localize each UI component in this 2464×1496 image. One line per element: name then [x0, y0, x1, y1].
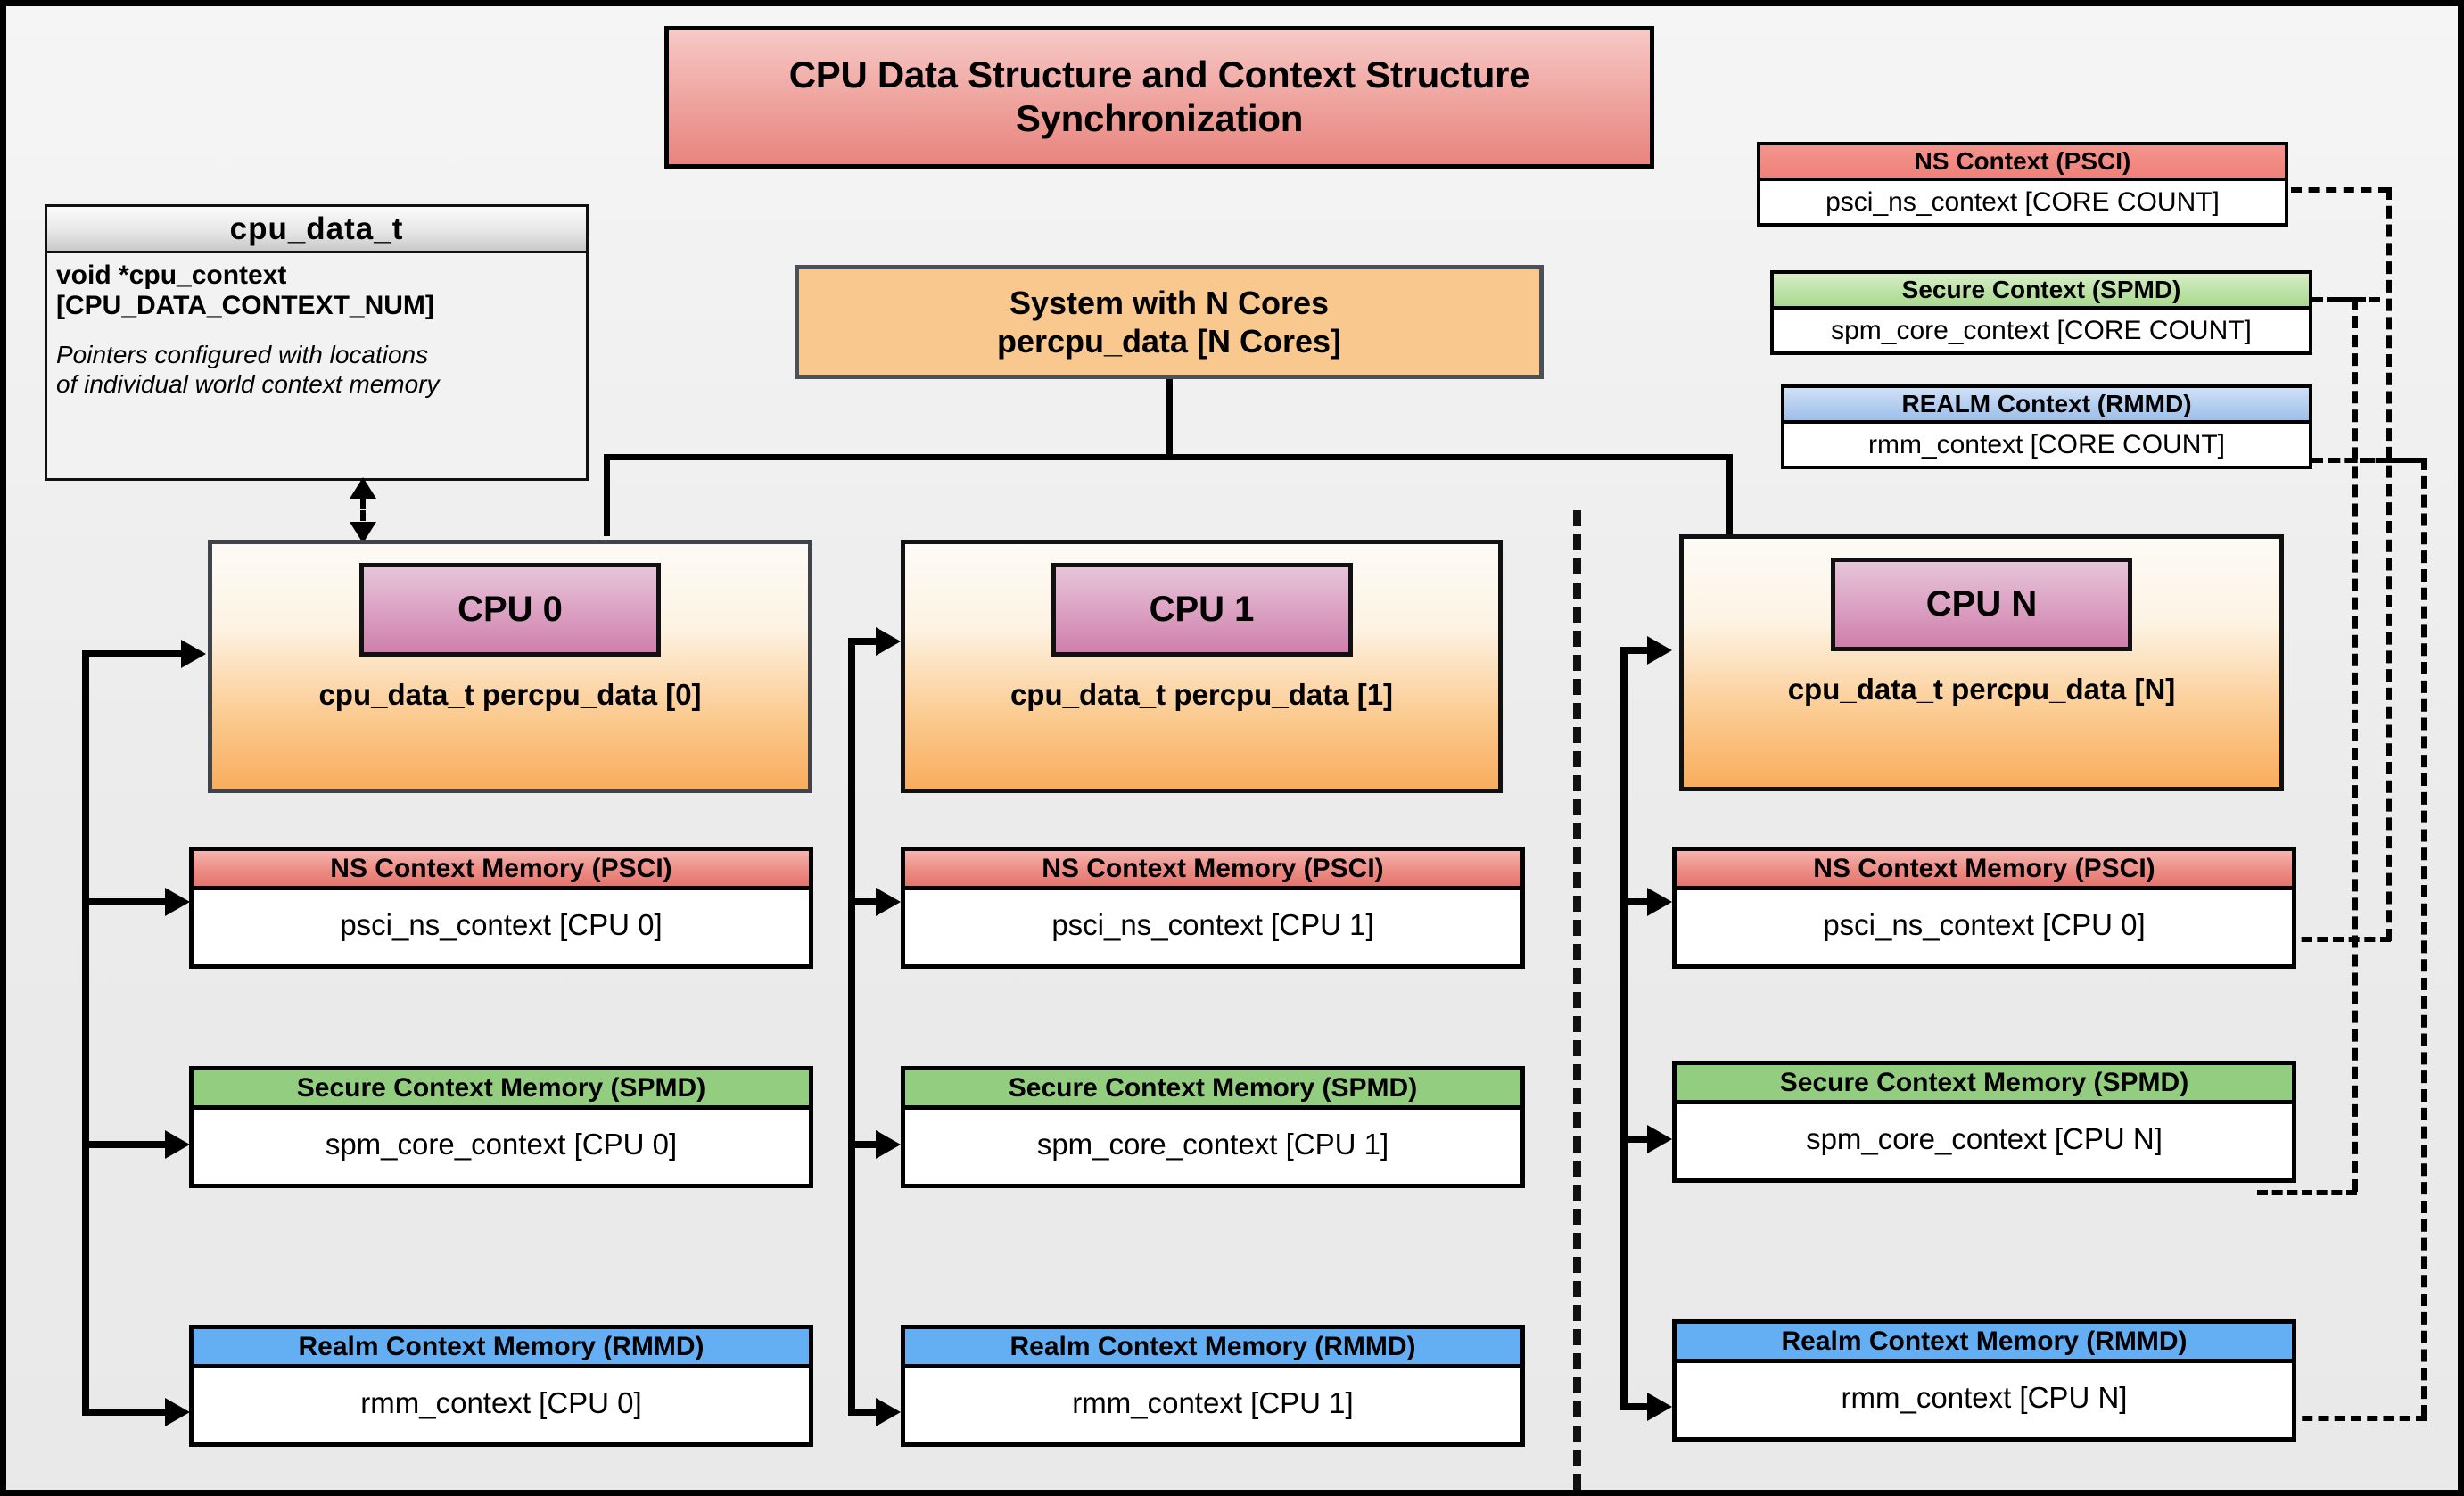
cpu-0-bus-arrow-secure [165, 1130, 190, 1159]
cpu-1-bus-to-secure [848, 1141, 891, 1148]
cpu-n-secure-context-header: Secure Context Memory (SPMD) [1677, 1065, 2292, 1104]
cpu-0-chip: CPU 0 [359, 563, 661, 657]
cpu-n-realm-context-box[interactable]: Realm Context Memory (RMMD) rmm_context … [1672, 1319, 2296, 1442]
cpu-data-t-class-box: cpu_data_t void *cpu_context[CPU_DATA_CO… [45, 204, 589, 481]
system-box: System with N Cores percpu_data [N Cores… [795, 265, 1544, 379]
cpu-0-realm-context-value: rmm_context [CPU 0] [360, 1386, 642, 1419]
system-line-2: percpu_data [N Cores] [996, 323, 1342, 360]
cpu-1-secure-context-value: spm_core_context [CPU 1] [1036, 1128, 1389, 1161]
reference-ns-context-header: NS Context (PSCI) [1760, 145, 2285, 181]
dash-secure-v1 [2352, 297, 2358, 1192]
cpu-1-bus-arrow-container [876, 627, 901, 656]
dash-realm-vert [2421, 458, 2427, 1417]
cpu-1-data-label: cpu_data_t percpu_data [1] [1009, 678, 1394, 711]
cpu-data-t-link-arrow-up [350, 477, 376, 499]
diagram-canvas: CPU Data Structure and Context Structure… [6, 6, 2458, 1490]
cpu-0-bus-to-realm [82, 1409, 171, 1416]
cpu-data-t-link-dash [360, 499, 366, 533]
cpu-1-realm-context-header: Realm Context Memory (RMMD) [905, 1329, 1520, 1368]
cpu-n-bus-arrow-realm [1647, 1393, 1672, 1421]
cpu-group-divider [1573, 510, 1581, 1490]
cpu-n-bus-vertical [1620, 647, 1628, 1409]
cpu-1-bus-to-container [848, 638, 891, 645]
cpu-0-realm-context-box[interactable]: Realm Context Memory (RMMD) rmm_context … [189, 1325, 813, 1447]
dash-secure-h1 [2312, 297, 2359, 302]
cpu-0-container[interactable]: CPU 0 cpu_data_t percpu_data [0] [208, 540, 812, 793]
cpu-n-realm-context-value: rmm_context [CPU N] [1841, 1381, 2128, 1414]
dash-ns-down [2386, 187, 2392, 941]
reference-realm-context-box: REALM Context (RMMD) rmm_context [CORE C… [1781, 384, 2312, 469]
reference-secure-context-value: spm_core_context [CORE COUNT] [1831, 315, 2252, 345]
cpu-n-bus-to-realm [1620, 1403, 1663, 1410]
cpu-1-container[interactable]: CPU 1 cpu_data_t percpu_data [1] [901, 540, 1503, 793]
cpu-data-t-field: void *cpu_context[CPU_DATA_CONTEXT_NUM] [56, 260, 434, 320]
cpu-0-ns-context-box[interactable]: NS Context Memory (PSCI) psci_ns_context… [189, 847, 813, 969]
dash-realm-out [2312, 458, 2427, 463]
tree-crossbar [604, 454, 1733, 460]
cpu-0-bus-arrow-realm [165, 1398, 190, 1426]
cpu-1-ns-context-header: NS Context Memory (PSCI) [905, 851, 1520, 890]
cpu-n-ns-context-box[interactable]: NS Context Memory (PSCI) psci_ns_context… [1672, 847, 2296, 969]
cpu-1-bus-arrow-secure [876, 1130, 901, 1159]
dash-ns-in [2286, 937, 2391, 942]
cpu-data-t-header: cpu_data_t [47, 207, 586, 253]
cpu-1-ns-context-value: psci_ns_context [CPU 1] [1051, 908, 1374, 941]
cpu-0-bus-arrow-ns [165, 888, 190, 916]
cpu-n-container[interactable]: CPU N cpu_data_t percpu_data [N] [1679, 534, 2284, 791]
cpu-n-ns-context-header: NS Context Memory (PSCI) [1677, 851, 2292, 890]
cpu-n-data-label: cpu_data_t percpu_data [N] [1787, 673, 2176, 706]
cpu-0-bus-vertical [82, 650, 89, 1414]
cpu-1-bus-arrow-realm [876, 1398, 901, 1426]
cpu-0-data-label: cpu_data_t percpu_data [0] [318, 678, 702, 711]
dash-realm-in [2286, 1416, 2427, 1421]
cpu-n-ns-context-value: psci_ns_context [CPU 0] [1823, 908, 2146, 941]
cpu-n-chip: CPU N [1831, 558, 2132, 651]
cpu-n-bus-arrow-container [1647, 636, 1672, 665]
cpu-n-bus-to-ns [1620, 898, 1663, 905]
cpu-1-realm-context-box[interactable]: Realm Context Memory (RMMD) rmm_context … [901, 1325, 1525, 1447]
cpu-n-bus-to-container [1620, 647, 1663, 654]
tree-branch-cpu0 [604, 454, 610, 536]
cpu-0-realm-context-header: Realm Context Memory (RMMD) [194, 1329, 809, 1368]
diagram-title: CPU Data Structure and Context Structure… [664, 26, 1654, 169]
cpu-1-bus-to-realm [848, 1409, 891, 1416]
cpu-n-secure-context-box[interactable]: Secure Context Memory (SPMD) spm_core_co… [1672, 1061, 2296, 1183]
cpu-0-secure-context-header: Secure Context Memory (SPMD) [194, 1070, 809, 1110]
cpu-0-secure-context-value: spm_core_context [CPU 0] [325, 1128, 678, 1161]
cpu-1-realm-context-value: rmm_context [CPU 1] [1072, 1386, 1354, 1419]
cpu-n-secure-context-value: spm_core_context [CPU N] [1806, 1122, 2163, 1155]
cpu-1-secure-context-box[interactable]: Secure Context Memory (SPMD) spm_core_co… [901, 1066, 1525, 1188]
cpu-0-secure-context-box[interactable]: Secure Context Memory (SPMD) spm_core_co… [189, 1066, 813, 1188]
system-line-1: System with N Cores [1009, 284, 1330, 321]
cpu-n-bus-to-secure [1620, 1136, 1663, 1143]
reference-realm-context-header: REALM Context (RMMD) [1784, 388, 2309, 424]
cpu-1-bus-arrow-ns [876, 888, 901, 916]
cpu-n-bus-arrow-secure [1647, 1125, 1672, 1153]
cpu-1-bus-to-ns [848, 898, 891, 905]
cpu-n-realm-context-header: Realm Context Memory (RMMD) [1677, 1324, 2292, 1363]
cpu-n-bus-arrow-ns [1647, 888, 1672, 916]
cpu-1-chip: CPU 1 [1051, 563, 1353, 657]
dash-secure-h2 [2257, 1190, 2357, 1195]
reference-ns-context-box: NS Context (PSCI) psci_ns_context [CORE … [1757, 142, 2288, 227]
reference-ns-context-value: psci_ns_context [CORE COUNT] [1825, 186, 2220, 217]
cpu-1-bus-vertical [848, 638, 855, 1416]
cpu-0-bus-arrow-container [181, 640, 206, 668]
reference-secure-context-box: Secure Context (SPMD) spm_core_context [… [1770, 270, 2312, 355]
cpu-1-secure-context-header: Secure Context Memory (SPMD) [905, 1070, 1520, 1110]
cpu-0-bus-to-container [82, 650, 187, 657]
dash-ns-top [2291, 187, 2389, 193]
cpu-0-ns-context-value: psci_ns_context [CPU 0] [340, 908, 663, 941]
cpu-1-ns-context-box[interactable]: NS Context Memory (PSCI) psci_ns_context… [901, 847, 1525, 969]
reference-secure-context-header: Secure Context (SPMD) [1774, 274, 2309, 310]
cpu-0-ns-context-header: NS Context Memory (PSCI) [194, 851, 809, 890]
reference-realm-context-value: rmm_context [CORE COUNT] [1867, 429, 2226, 459]
cpu-0-bus-to-secure [82, 1141, 171, 1148]
tree-branch-cpun [1726, 454, 1733, 536]
cpu-0-bus-to-ns [82, 898, 171, 905]
tree-trunk [1166, 379, 1173, 459]
